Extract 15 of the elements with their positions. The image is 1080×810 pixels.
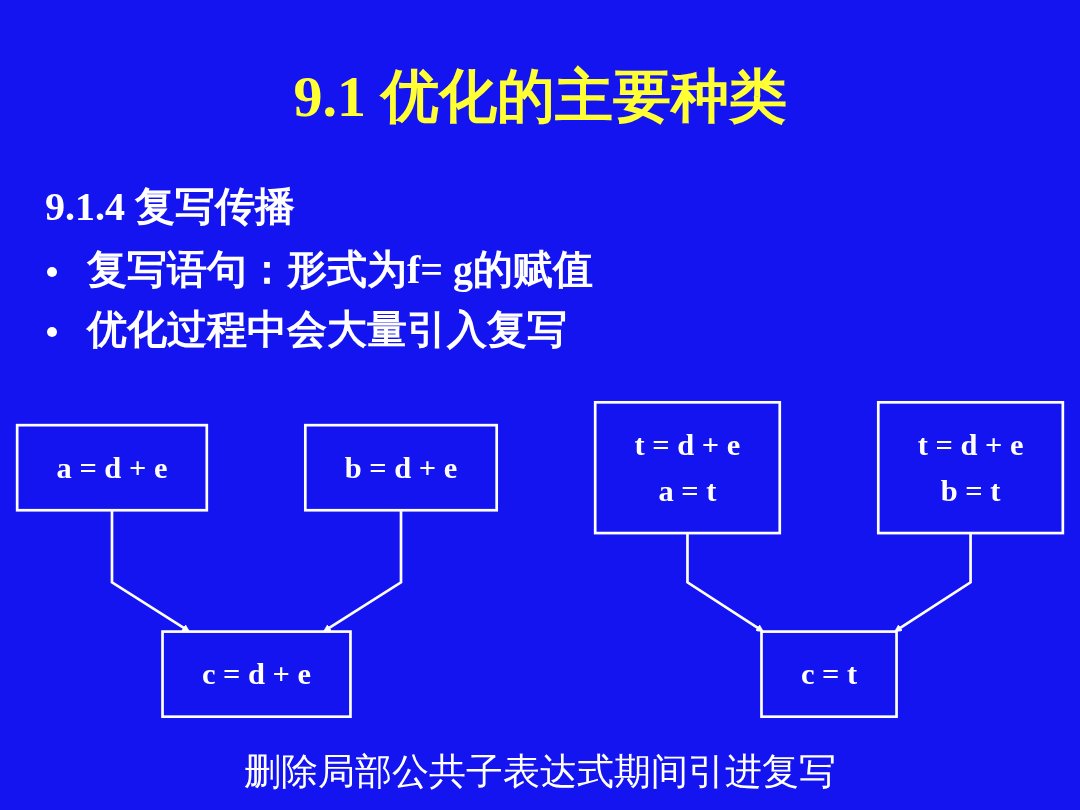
node-box: c = t	[760, 630, 898, 719]
node-box: t = d + e a = t	[593, 400, 782, 535]
section-heading: 9.1.4 复写传播	[45, 183, 295, 231]
diagram-caption: 删除局部公共子表达式期间引进复写	[244, 749, 836, 795]
arrow	[686, 533, 764, 632]
bullet-text: 复写语句：形式为f= g的赋值	[87, 246, 594, 294]
bullet-text: 优化过程中会大量引入复写	[87, 306, 567, 354]
arrow	[894, 533, 972, 632]
node-box: c = d + e	[161, 630, 352, 719]
node-box: a = d + e	[15, 423, 209, 512]
arrow	[323, 510, 403, 632]
slide-title: 9.1 优化的主要种类	[293, 63, 787, 131]
node-box: t = d + e b = t	[876, 400, 1065, 535]
node-box: b = d + e	[303, 423, 499, 512]
arrow	[110, 510, 190, 632]
